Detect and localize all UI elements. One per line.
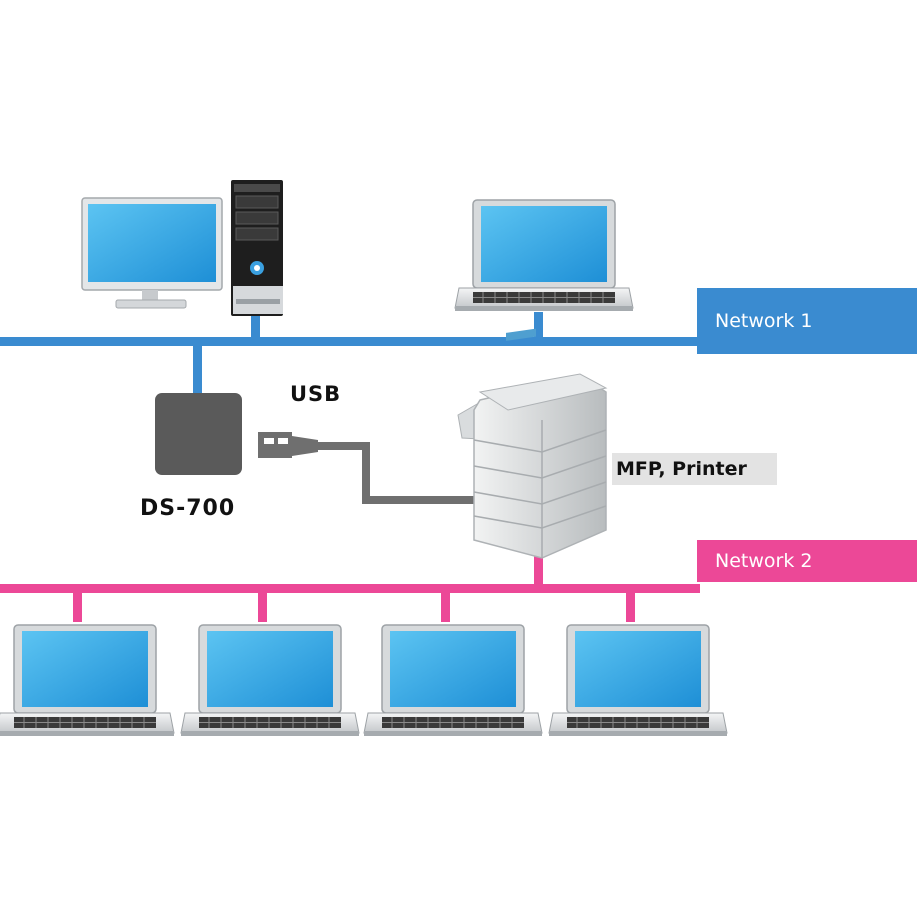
network-1	[0, 312, 700, 396]
laptop-icon	[548, 624, 728, 737]
usb-label: USB	[290, 382, 342, 406]
network-2	[0, 553, 700, 622]
printer-drop-line	[534, 553, 543, 587]
laptop-2-3-drop-line	[441, 590, 450, 622]
device-server-icon	[155, 393, 242, 475]
laptop-2-1-drop-line	[73, 590, 82, 622]
network-2-label: Network 2	[697, 540, 917, 582]
network-1-label: Network 1	[697, 288, 917, 354]
usb-cable	[316, 442, 474, 504]
laptop-drop-line	[534, 312, 543, 340]
laptop-2-4-drop-line	[626, 590, 635, 622]
network-1-bus	[0, 337, 700, 346]
usb-plug-icon	[258, 432, 318, 458]
device-server-label: DS-700	[140, 496, 236, 521]
laptop-icon	[363, 624, 543, 737]
laptop-icon	[0, 624, 175, 737]
tower-pc-icon	[231, 180, 283, 316]
mfp-printer-icon	[457, 328, 608, 559]
desktop-monitor-icon	[81, 197, 223, 309]
printer-label: MFP, Printer	[612, 453, 777, 485]
network-2-bus	[0, 584, 700, 593]
laptop-icon	[454, 199, 634, 312]
laptop-2-2-drop-line	[258, 590, 267, 622]
desktop-drop-line	[251, 312, 260, 340]
device-server-drop-line	[193, 343, 202, 396]
laptop-icon	[180, 624, 360, 737]
